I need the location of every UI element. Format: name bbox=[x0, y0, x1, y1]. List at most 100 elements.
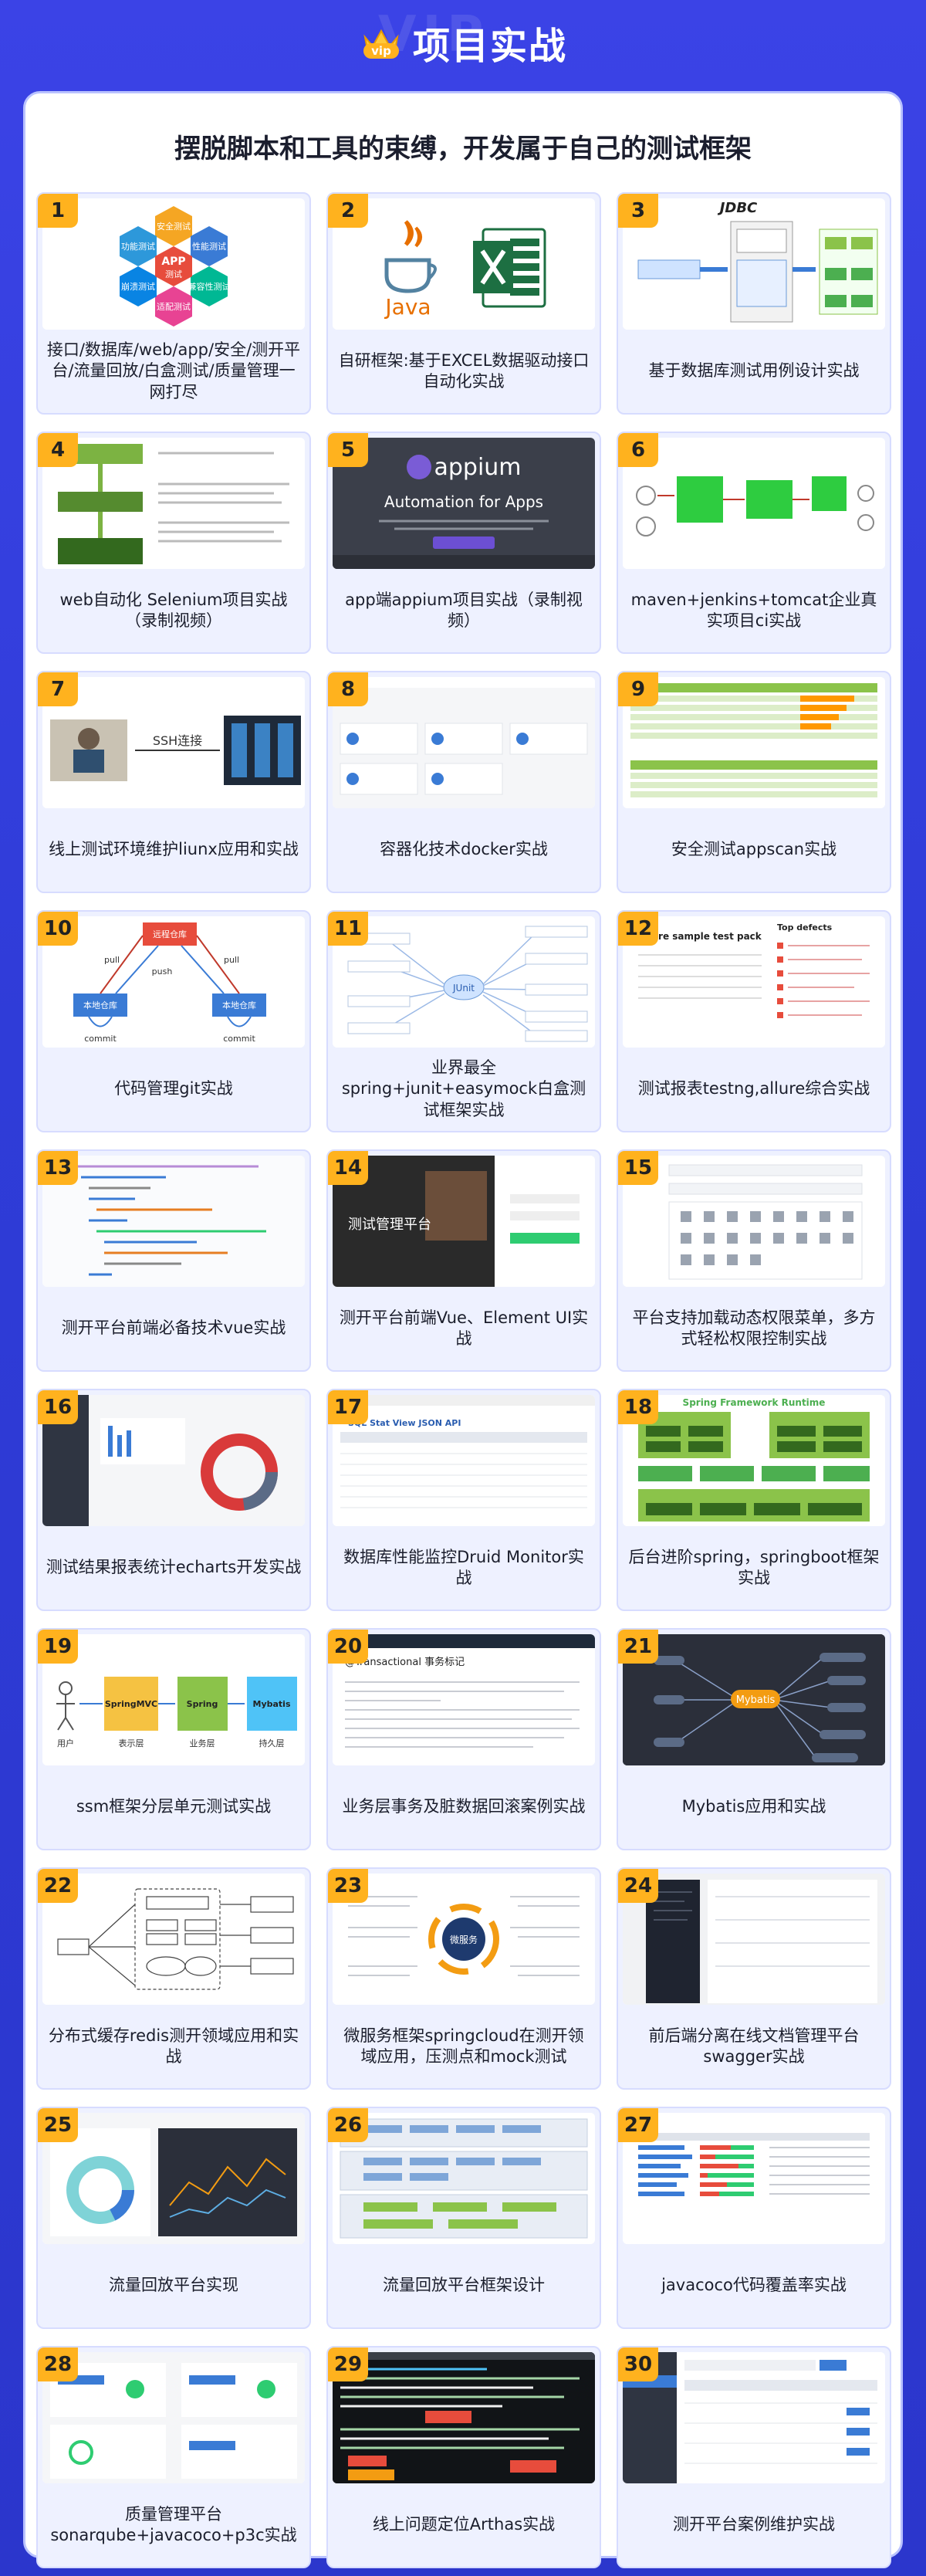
card-label: 自研框架:基于EXCEL数据驱动接口自动化实战 bbox=[338, 350, 590, 391]
card-label: 测试报表testng,allure综合实战 bbox=[637, 1079, 870, 1098]
card-number: 3 bbox=[618, 194, 658, 228]
card-label: 分布式缓存redis测开领域应用和实战 bbox=[48, 2026, 299, 2066]
card-label: 测开平台前端必备技术vue实战 bbox=[61, 1318, 286, 1338]
svg-text:pull: pull bbox=[224, 955, 239, 965]
microservice-diagram-image: 微服务 bbox=[333, 1874, 595, 2005]
card-number: 5 bbox=[328, 433, 368, 467]
card-number: 6 bbox=[618, 433, 658, 467]
svg-text:Top defects: Top defects bbox=[777, 922, 833, 933]
svg-text:Spring Framework Runtime: Spring Framework Runtime bbox=[683, 1397, 826, 1408]
card-label: javacoco代码覆盖率实战 bbox=[661, 2276, 847, 2295]
card-label: 测开平台案例维护实战 bbox=[673, 2515, 835, 2534]
appscan-report-image bbox=[623, 677, 885, 808]
project-card[interactable]: 14 测试管理平台 测开平台前端Vue、Element UI实战 bbox=[326, 1149, 601, 1372]
card-label: 业务层事务及脏数据回滚案例实战 bbox=[342, 1797, 586, 1816]
project-card[interactable]: 28 质量管理平台sonarqube+javacoco+p3c实战 bbox=[36, 2346, 311, 2568]
project-card[interactable]: 15 bbox=[617, 1149, 891, 1372]
selenium-architecture-image bbox=[42, 438, 305, 569]
traffic-replay-dashboard-image bbox=[42, 2113, 305, 2244]
ssh-server-image: SSH连接 bbox=[42, 677, 305, 808]
title-wrap: vip 项目实战 bbox=[359, 15, 567, 69]
svg-text:崩溃测试: 崩溃测试 bbox=[121, 281, 155, 292]
appium-website-image: appium Automation for Apps bbox=[333, 438, 595, 569]
card-label: 数据库性能监控Druid Monitor实战 bbox=[343, 1547, 584, 1587]
allure-report-image: Allure sample test pack Top defects bbox=[623, 916, 885, 1048]
project-card[interactable]: 21 Mybatis bbox=[617, 1628, 891, 1850]
junit-mindmap-image: JUnit bbox=[333, 916, 595, 1048]
card-number: 8 bbox=[328, 672, 368, 706]
card-number: 22 bbox=[38, 1869, 78, 1903]
card-label: 平台支持加载动态权限菜单，多方式轻松权限控制实战 bbox=[632, 1308, 876, 1348]
card-number: 19 bbox=[38, 1630, 78, 1664]
permission-menu-form-image bbox=[623, 1156, 885, 1287]
svg-text:appium: appium bbox=[434, 454, 521, 481]
project-card[interactable]: 18 Spring Framework Runtime bbox=[617, 1389, 891, 1611]
card-number: 27 bbox=[618, 2108, 658, 2142]
project-card[interactable]: 22 bbox=[36, 1867, 311, 2090]
swagger-ui-image bbox=[623, 1874, 885, 2005]
project-card[interactable]: 10 远程仓库 本地仓库 本地仓库 pull push bbox=[36, 910, 311, 1132]
replay-architecture-image bbox=[333, 2113, 595, 2244]
card-label: 线上问题定位Arthas实战 bbox=[372, 2515, 556, 2534]
card-label: 后台进阶spring，springboot框架实战 bbox=[628, 1547, 880, 1587]
project-card[interactable]: 19 用户 SpringMVC 表示层 Spring bbox=[36, 1628, 311, 1850]
card-number: 10 bbox=[38, 912, 78, 946]
project-card[interactable]: 5 appium Automation for Apps app端appium项… bbox=[326, 432, 601, 654]
svg-text:Spring: Spring bbox=[187, 1699, 218, 1709]
project-card[interactable]: 25 流量回放平台实现 bbox=[36, 2107, 311, 2329]
page-title: 项目实战 bbox=[412, 25, 567, 68]
mybatis-mindmap-image: Mybatis bbox=[623, 1634, 885, 1765]
card-label: app端appium项目实战（录制视频） bbox=[345, 590, 583, 630]
card-label: 业界最全spring+junit+easymock白盒测试框架实战 bbox=[341, 1058, 586, 1119]
card-label: 质量管理平台sonarqube+javacoco+p3c实战 bbox=[50, 2504, 297, 2544]
svg-text:Java: Java bbox=[384, 294, 431, 320]
card-number: 30 bbox=[618, 2348, 658, 2381]
project-card[interactable]: 26 bbox=[326, 2107, 601, 2329]
project-card[interactable]: 7 SSH连接 线上测试环境维护liunx应用和实战 bbox=[36, 671, 311, 893]
project-card[interactable]: 6 maven+jenkins+tomcat企业真实项目ci实战 bbox=[617, 432, 891, 654]
card-number: 12 bbox=[618, 912, 658, 946]
card-number: 15 bbox=[618, 1151, 658, 1185]
project-card[interactable]: 20 @Transactional 事务标记 业务层事务及脏数据回滚案例实战 bbox=[326, 1628, 601, 1850]
project-card[interactable]: 11 JUnit bbox=[326, 910, 601, 1132]
svg-text:APP: APP bbox=[161, 256, 185, 268]
card-label: 测开平台前端Vue、Element UI实战 bbox=[339, 1308, 589, 1348]
card-number: 20 bbox=[328, 1630, 368, 1664]
card-label: 基于数据库测试用例设计实战 bbox=[648, 361, 860, 381]
svg-text:远程仓库: 远程仓库 bbox=[153, 929, 187, 939]
svg-text:性能测试: 性能测试 bbox=[192, 241, 226, 252]
svg-text:commit: commit bbox=[223, 1034, 255, 1044]
svg-text:@Transactional 事务标记: @Transactional 事务标记 bbox=[345, 1656, 465, 1668]
project-card[interactable]: 27 bbox=[617, 2107, 891, 2329]
project-card[interactable]: 8 bbox=[326, 671, 601, 893]
project-card[interactable]: 9 bbox=[617, 671, 891, 893]
project-card[interactable]: 2 Java bbox=[326, 192, 601, 415]
vue-code-image bbox=[42, 1156, 305, 1287]
svg-text:SSH连接: SSH连接 bbox=[153, 733, 202, 748]
project-card[interactable]: 1 安全测试 性能测试 兼容性测试 适配测试 崩溃测试 bbox=[36, 192, 311, 415]
project-card[interactable]: 17 SQL Stat View JSON API 数据库性能监控Druid M… bbox=[326, 1389, 601, 1611]
git-workflow-image: 远程仓库 本地仓库 本地仓库 pull push pull commit com… bbox=[42, 916, 305, 1048]
card-number: 28 bbox=[38, 2348, 78, 2381]
svg-text:pull: pull bbox=[104, 955, 120, 965]
project-card[interactable]: 30 bbox=[617, 2346, 891, 2568]
svg-text:表示层: 表示层 bbox=[119, 1738, 144, 1748]
card-label: 代码管理git实战 bbox=[114, 1079, 233, 1098]
project-card[interactable]: 3 JDBC bbox=[617, 192, 891, 415]
ssm-layers-image: 用户 SpringMVC 表示层 Spring 业务层 Mybatis 持久层 bbox=[42, 1634, 305, 1765]
top-banner: VIP vip 项目实战 bbox=[0, 0, 926, 85]
test-platform-login-image: 测试管理平台 bbox=[333, 1156, 595, 1287]
svg-text:适配测试: 适配测试 bbox=[157, 302, 191, 312]
card-number: 17 bbox=[328, 1390, 368, 1424]
project-card[interactable]: 12 Allure sample test pack Top defects bbox=[617, 910, 891, 1132]
card-label: 容器化技术docker实战 bbox=[380, 840, 548, 859]
project-card[interactable]: 16 测试结果报表统计echarts开发实战 bbox=[36, 1389, 311, 1611]
project-card[interactable]: 23 微服务 微服务框架springc bbox=[326, 1867, 601, 2090]
project-card[interactable]: 4 bbox=[36, 432, 311, 654]
project-card[interactable]: 13 bbox=[36, 1149, 311, 1372]
card-number: 13 bbox=[38, 1151, 78, 1185]
redis-structure-image bbox=[42, 1874, 305, 2005]
spring-runtime-image: Spring Framework Runtime bbox=[623, 1395, 885, 1526]
project-card[interactable]: 24 前后端分离在线文档管理平台swagger实战 bbox=[617, 1867, 891, 2090]
project-card[interactable]: 29 bbox=[326, 2346, 601, 2568]
